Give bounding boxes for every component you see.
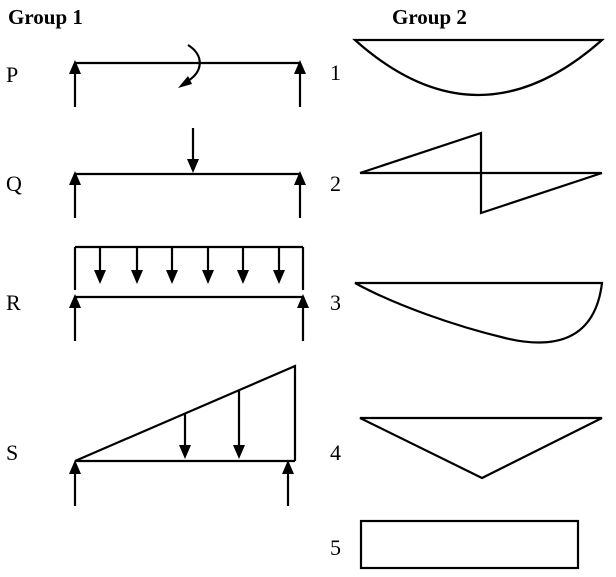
label-2: 2 <box>330 171 341 196</box>
shape-2-antisymmetric <box>359 131 603 215</box>
shape-1-parabola <box>352 38 605 97</box>
support-s-left <box>69 460 81 506</box>
support-p-left <box>69 60 81 107</box>
label-r: R <box>6 290 21 315</box>
beam-s <box>69 364 297 506</box>
shape-3-cubic <box>354 281 604 344</box>
moment-p <box>178 44 201 88</box>
udl-arrows <box>94 247 285 284</box>
label-3: 3 <box>330 290 341 315</box>
shape-5-rectangle <box>359 519 580 570</box>
label-s: S <box>6 440 18 465</box>
label-5: 5 <box>330 535 341 560</box>
support-r-right <box>297 294 309 341</box>
label-1: 1 <box>330 60 341 85</box>
support-p-right <box>294 60 306 107</box>
group2-header: Group 2 <box>392 5 467 29</box>
support-q-right <box>294 171 306 218</box>
shape-4-triangle <box>359 416 603 480</box>
support-r-left <box>69 294 81 341</box>
group1-header: Group 1 <box>8 5 83 29</box>
triangular-load-arrows <box>179 391 245 459</box>
beam-p <box>69 44 306 107</box>
label-p: P <box>6 62 18 87</box>
label-q: Q <box>6 171 22 196</box>
support-s-right <box>282 460 294 506</box>
label-4: 4 <box>330 440 341 465</box>
triangular-load-outline <box>74 364 297 463</box>
point-load-q <box>187 128 199 173</box>
beam-r <box>69 245 309 341</box>
beam-q <box>69 128 306 218</box>
support-q-left <box>69 171 81 218</box>
